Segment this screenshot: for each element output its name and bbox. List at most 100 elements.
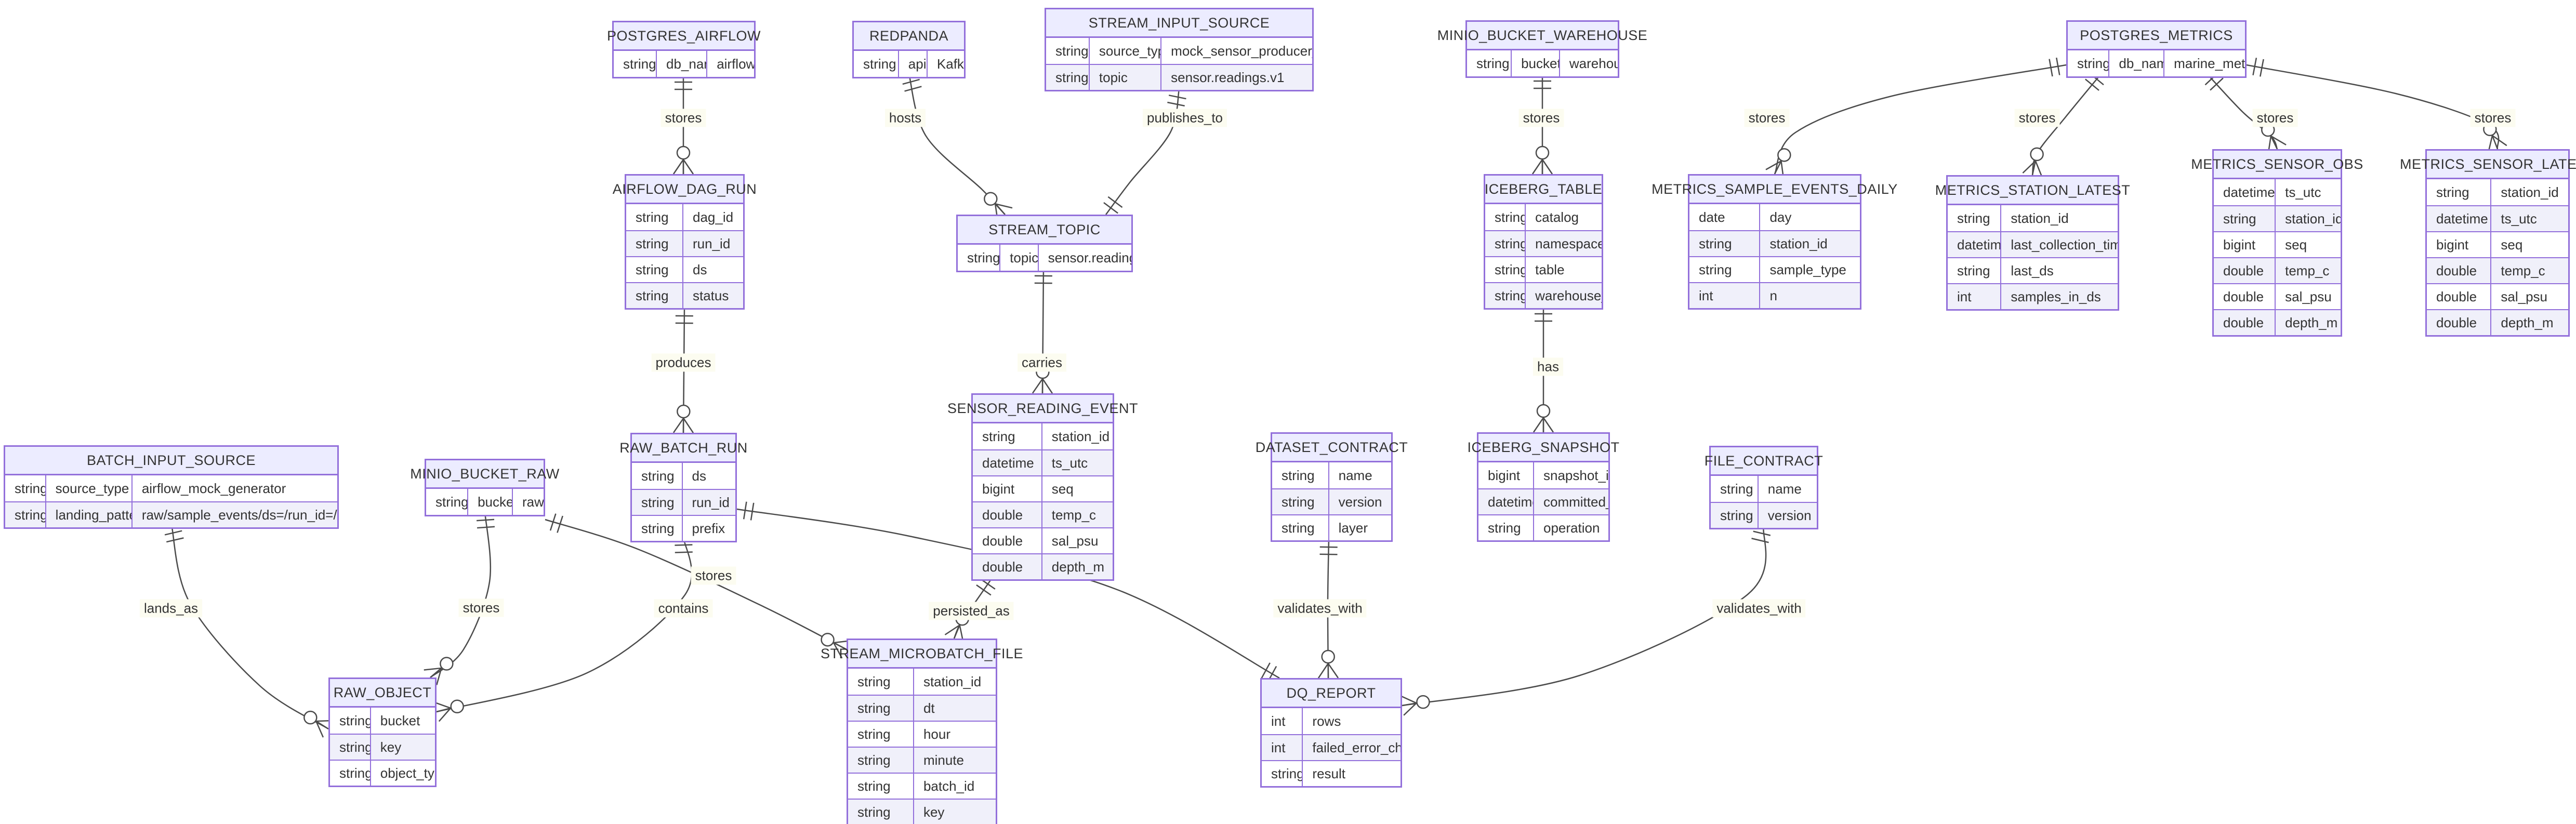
edge-label-postgres-metrics-metrics-sensor-obs: stores — [2252, 109, 2298, 127]
attr-name: namespace — [1525, 231, 1602, 256]
entity-title-iceberg-snapshot: ICEBERG_SNAPSHOT — [1467, 434, 1619, 462]
attr-name: layer — [1328, 515, 1391, 540]
cardinality-tick — [1533, 417, 1544, 433]
attr-name: run_id — [681, 490, 735, 515]
entity-title-stream-microbatch-file: STREAM_MICROBATCH_FILE — [821, 640, 1023, 669]
attr-value: airflow_mock_generator — [131, 475, 337, 501]
attr-name: object_type — [369, 761, 435, 786]
attr-type: string — [1699, 261, 1732, 277]
attr-name: dag_id — [682, 204, 743, 230]
attr-type: string — [636, 235, 669, 251]
entity-title-dq-report: DQ_REPORT — [1262, 680, 1401, 708]
attr-value: mock_sensor_producer_container — [1160, 38, 1312, 64]
cardinality-tick — [430, 667, 442, 678]
attr-type: double — [2223, 288, 2264, 304]
edge-label-postgres-airflow-airflow-dag-run: stores — [660, 109, 706, 127]
attr-type: string — [636, 287, 669, 303]
cardinality-tick — [1261, 662, 1271, 679]
attr-type: string — [857, 804, 891, 820]
cardinality-tick — [2492, 135, 2507, 147]
attr-name: temp_c — [2490, 258, 2568, 283]
edge-label-iceberg-table-iceberg-snapshot: has — [1533, 357, 1563, 376]
entity-title-text: METRICS_STATION_LATEST — [1935, 182, 2131, 198]
attr-type: string — [1282, 520, 1315, 536]
cardinality-tick — [995, 203, 1013, 209]
attr-type: datetime — [2436, 210, 2488, 227]
entity-title-text: METRICS_SENSOR_OBS — [2191, 156, 2363, 172]
entity-title-text: ICEBERG_SNAPSHOT — [1467, 439, 1620, 455]
entity-title-text: STREAM_TOPIC — [988, 221, 1101, 237]
entity-title-text: DATASET_CONTRACT — [1255, 439, 1408, 455]
zero-circle — [2030, 147, 2044, 162]
edge-stream-input-source-stream-topic — [1103, 88, 1186, 215]
attr-value: airflow — [706, 51, 754, 77]
cardinality-tick — [1103, 202, 1118, 214]
edge-label-postgres-metrics-metrics-sample-events-daily: stores — [1744, 109, 1790, 127]
attr-type: string — [636, 261, 669, 277]
edge-postgres-metrics-metrics-station-latest — [2022, 72, 2104, 178]
attr-name: day — [1759, 204, 1860, 230]
relationship-path — [2031, 72, 2103, 176]
entity-title-text: METRICS_SAMPLE_EVENTS_DAILY — [1652, 181, 1898, 197]
edge-label-minio-bucket-raw-stream-microbatch-file: stores — [691, 566, 736, 585]
attr-name: snapshot_id — [1533, 462, 1608, 488]
attr-name: station_id — [1759, 231, 1860, 256]
cardinality-tick — [1319, 553, 1338, 555]
cardinality-tick — [1042, 378, 1053, 394]
attr-name: ds — [681, 463, 735, 489]
attr-type: string — [15, 480, 45, 496]
relationship-path — [436, 536, 693, 713]
cardinality-tick — [1765, 160, 1782, 170]
attr-name: seq — [2275, 232, 2341, 257]
attr-name: hour — [913, 722, 996, 747]
entity-title-text: MINIO_BUCKET_RAW — [410, 466, 560, 482]
cardinality-tick — [438, 708, 452, 722]
attr-type: string — [339, 765, 370, 781]
zero-circle — [1536, 404, 1551, 418]
attr-type: int — [1957, 288, 1972, 304]
entity-title-minio-bucket-warehouse: MINIO_BUCKET_WAREHOUSE — [1437, 22, 1647, 50]
entity-title-iceberg-table: ICEBERG_TABLE — [1485, 176, 1602, 204]
attr-type: string — [1720, 481, 1753, 497]
cardinality-tick — [1032, 378, 1043, 394]
entity-title-text: REDPANDA — [869, 28, 949, 44]
attr-type: int — [1699, 287, 1713, 303]
edge-file-contract-dq-report — [1400, 525, 1771, 716]
attr-type: string — [1957, 210, 1990, 226]
attr-type: datetime — [982, 455, 1034, 471]
cardinality-tick — [675, 544, 693, 546]
zero-circle — [1777, 148, 1791, 162]
cardinality-tick — [2049, 59, 2053, 77]
attr-name: temp_c — [1041, 502, 1113, 527]
attr-type: double — [2223, 314, 2264, 330]
attr-name: prefix — [681, 516, 735, 541]
cardinality-tick — [1107, 196, 1123, 208]
attr-type: string — [982, 428, 1015, 444]
attr-name: bucket — [1511, 50, 1559, 76]
cardinality-tick — [2491, 135, 2499, 150]
entity-title-metrics-sensor-latest: METRICS_SENSOR_LATEST — [2400, 151, 2576, 179]
cardinality-tick — [1402, 702, 1417, 707]
attr-type: double — [2223, 262, 2264, 278]
